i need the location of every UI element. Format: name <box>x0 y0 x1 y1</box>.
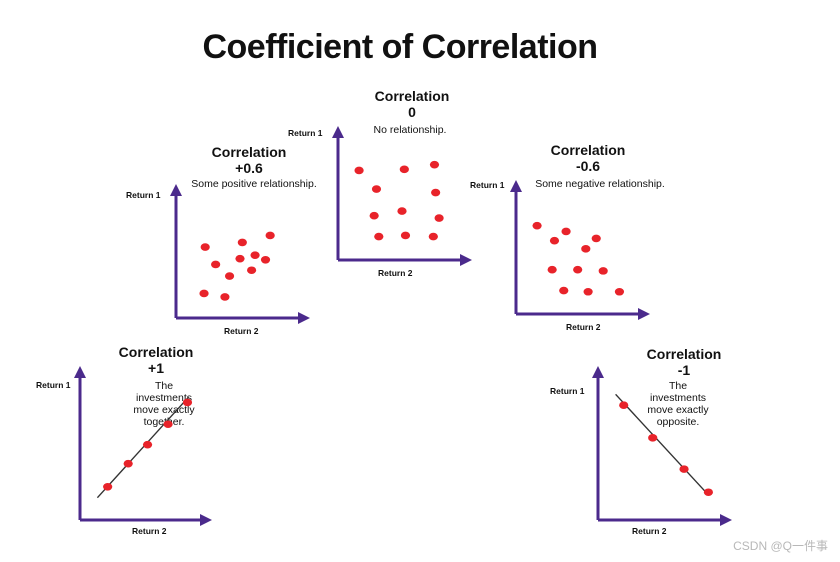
data-point <box>591 234 601 243</box>
data-point <box>679 465 689 473</box>
data-point <box>583 287 593 296</box>
data-point <box>142 440 153 449</box>
x-axis-label: Return 2 <box>224 326 259 336</box>
data-point <box>211 260 221 269</box>
correlation-title: Correlation <box>374 88 450 104</box>
x-axis-label: Return 2 <box>378 268 413 278</box>
correlation-title: Correlation <box>550 142 626 158</box>
data-point <box>354 166 364 175</box>
scatter-panel-neg-1: Correlation -1 The investments move exac… <box>550 344 750 544</box>
scatter-panel-neg-0-6: Correlation -0.6 Some negative relations… <box>470 138 670 338</box>
x-axis-arrow-icon <box>460 254 472 266</box>
data-point <box>265 231 275 240</box>
data-point <box>247 266 257 275</box>
data-point <box>429 160 440 169</box>
data-point <box>428 232 438 241</box>
data-point <box>561 227 571 236</box>
data-point <box>224 272 235 280</box>
y-axis-label: Return 1 <box>288 128 323 138</box>
data-point <box>374 232 384 241</box>
trend-line <box>615 393 709 496</box>
scatter-plot <box>510 180 650 320</box>
data-point <box>397 207 407 215</box>
x-axis-arrow-icon <box>298 312 310 324</box>
correlation-title: Correlation <box>646 346 722 362</box>
y-axis-label: Return 1 <box>550 386 585 396</box>
scatter-panel-zero: Correlation 0 No relationship. Return 1 … <box>288 84 488 284</box>
correlation-value: -1 <box>677 362 691 378</box>
data-point <box>619 401 629 409</box>
correlation-value: 0 <box>408 104 416 120</box>
scatter-plot <box>170 184 310 324</box>
scatter-plot <box>332 126 472 266</box>
data-point <box>547 265 557 274</box>
correlation-description: Some positive relationship. <box>191 178 317 190</box>
y-axis-label: Return 1 <box>36 380 71 390</box>
data-point <box>220 293 230 301</box>
y-axis-label: Return 1 <box>470 180 505 190</box>
correlation-label: Correlation +0.6 <box>194 144 304 176</box>
correlation-description: Some negative relationship. <box>535 178 665 190</box>
data-point <box>163 420 173 429</box>
data-point <box>598 267 608 275</box>
data-point <box>703 488 713 497</box>
data-point <box>614 287 625 296</box>
data-point <box>559 286 569 295</box>
data-point <box>123 459 133 468</box>
data-point <box>581 245 591 253</box>
correlation-label: Correlation -0.6 <box>538 142 638 174</box>
y-axis-arrow-icon <box>74 366 86 378</box>
correlation-label: Correlation 0 <box>364 88 460 120</box>
y-axis-arrow-icon <box>592 366 604 378</box>
data-point <box>237 238 247 247</box>
data-point <box>200 243 210 251</box>
data-point <box>250 251 260 259</box>
data-point <box>399 165 409 174</box>
correlation-description: No relationship. <box>373 124 447 136</box>
scatter-panel-pos-0-6: Correlation +0.6 Some positive relations… <box>126 140 326 340</box>
x-axis-label: Return 2 <box>632 526 667 536</box>
y-axis-arrow-icon <box>510 180 522 192</box>
correlation-value: +1 <box>148 360 164 376</box>
x-axis-arrow-icon <box>200 514 212 526</box>
scatter-plot <box>592 366 732 526</box>
trend-line <box>96 396 190 499</box>
data-point <box>431 188 441 197</box>
correlation-title: Correlation <box>118 344 194 360</box>
data-point <box>199 289 209 298</box>
data-point <box>260 256 271 264</box>
data-point <box>182 398 193 407</box>
data-point <box>400 231 411 240</box>
scatter-panel-pos-1: Correlation +1 The investments move exac… <box>36 342 236 542</box>
data-point <box>235 254 245 263</box>
data-point <box>369 211 379 220</box>
data-point <box>532 221 542 230</box>
data-point <box>434 214 444 222</box>
x-axis-label: Return 2 <box>566 322 601 332</box>
watermark: CSDN @Q一件事 <box>733 539 828 553</box>
correlation-label: Correlation +1 <box>106 344 206 376</box>
correlation-value: -0.6 <box>575 158 601 174</box>
y-axis-arrow-icon <box>170 184 182 196</box>
data-point <box>573 265 583 274</box>
correlation-title: Correlation <box>211 144 287 160</box>
correlation-label: Correlation -1 <box>634 346 734 378</box>
x-axis-arrow-icon <box>638 308 650 320</box>
data-point <box>648 434 658 442</box>
y-axis-arrow-icon <box>332 126 344 138</box>
page-title: Coefficient of Correlation <box>202 28 598 66</box>
scatter-plot <box>74 366 212 526</box>
y-axis-label: Return 1 <box>126 190 161 200</box>
data-point <box>371 185 382 193</box>
x-axis-label: Return 2 <box>132 526 167 536</box>
data-point <box>549 236 560 245</box>
correlation-description: The investments move exactly opposite. <box>647 380 709 428</box>
correlation-value: +0.6 <box>235 160 263 176</box>
x-axis-arrow-icon <box>720 514 732 526</box>
data-point <box>103 483 113 491</box>
